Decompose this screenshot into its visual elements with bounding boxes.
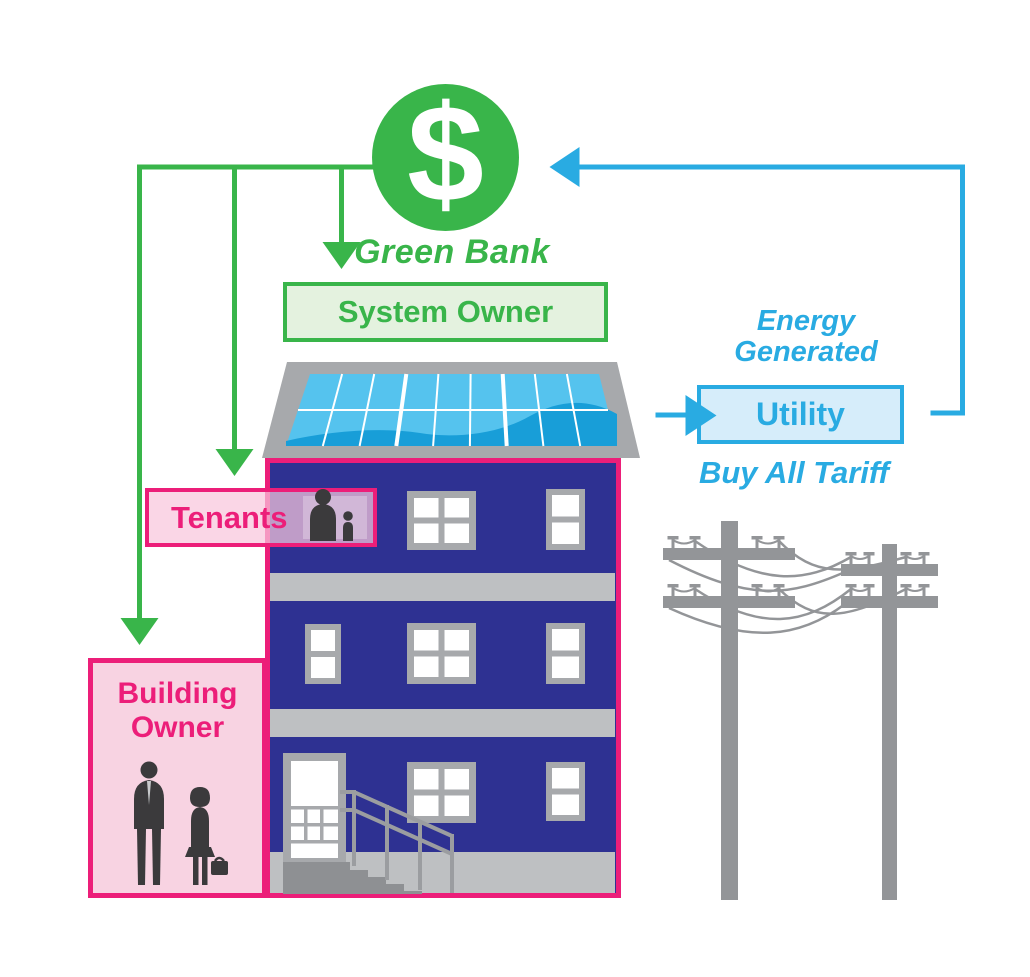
stairs bbox=[283, 790, 454, 894]
tenant-figures-icon bbox=[310, 489, 353, 541]
blue-energy-arrows bbox=[579, 164, 965, 418]
system-owner-label: System Owner bbox=[337, 294, 554, 329]
buy-all-tariff-label: Buy All Tariff bbox=[698, 455, 890, 490]
dollar-icon: $ bbox=[407, 76, 484, 231]
tenants-label: Tenants bbox=[171, 499, 288, 535]
stair-railing bbox=[340, 790, 454, 893]
utility-poles bbox=[663, 521, 938, 900]
building-owner-label: Building Owner bbox=[117, 677, 238, 744]
owner-figures-icon bbox=[133, 761, 228, 885]
tenants-box: Tenants bbox=[145, 488, 377, 547]
green-bank-node: $ bbox=[372, 84, 519, 231]
utility-box: Utility bbox=[697, 385, 904, 444]
system-owner-box: System Owner bbox=[283, 282, 608, 342]
solar-roof bbox=[262, 362, 640, 458]
utility-label: Utility bbox=[756, 396, 845, 432]
building-owner-box: Building Owner bbox=[88, 658, 267, 898]
entry-door bbox=[283, 753, 346, 865]
four-pane-windows bbox=[407, 491, 476, 823]
green-bank-label: Green Bank bbox=[354, 233, 550, 271]
energy-generated-label: Energy Generated bbox=[734, 305, 878, 369]
